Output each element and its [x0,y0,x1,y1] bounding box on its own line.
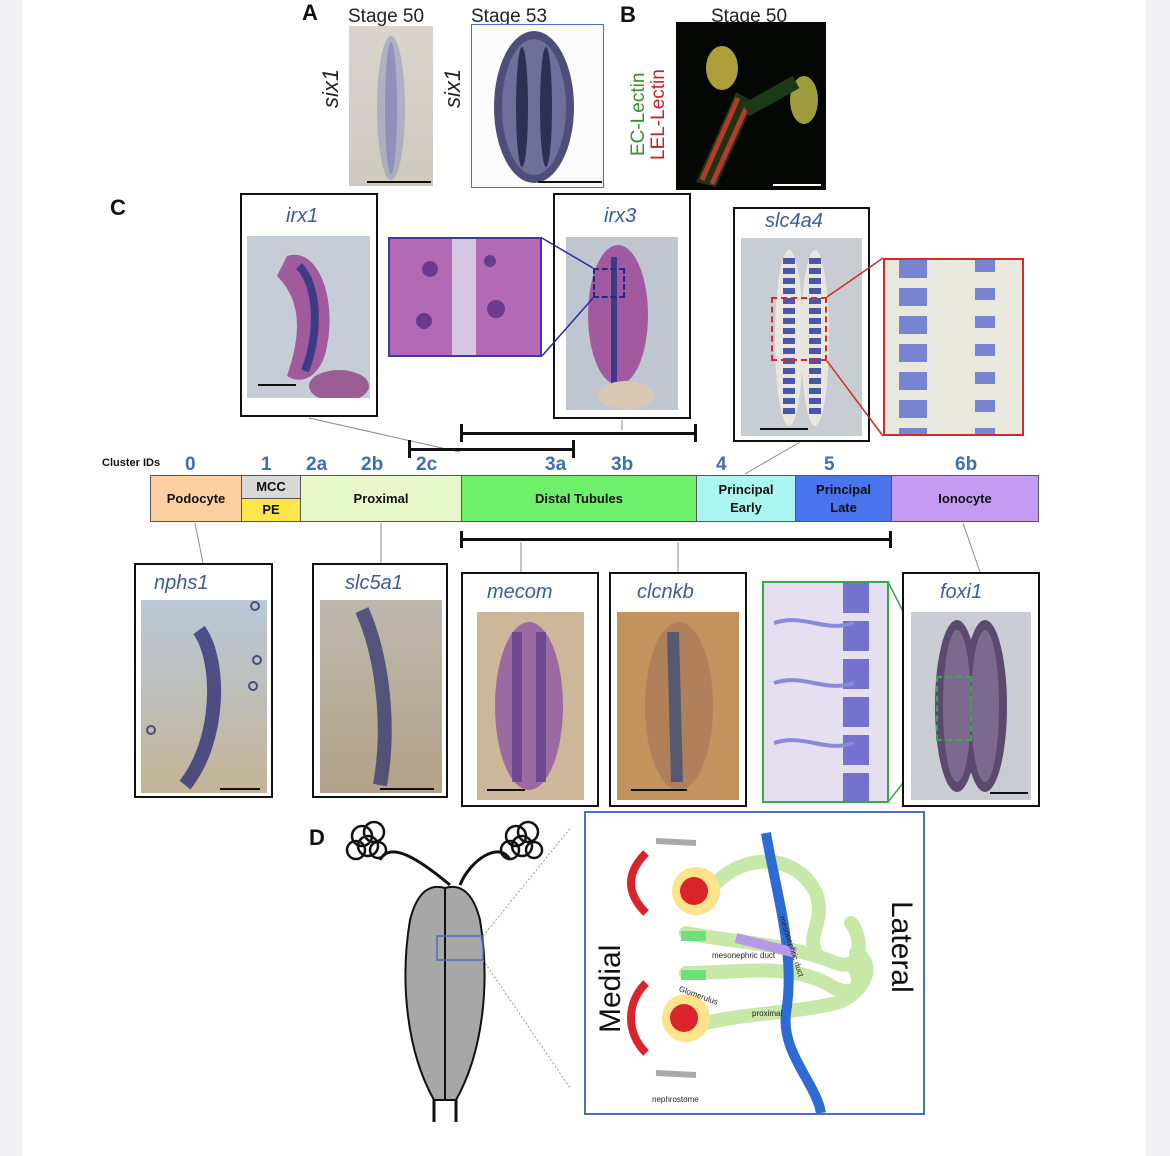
irx1-image [247,236,370,398]
range-tick [694,424,697,442]
slc4a4-zoom-image [883,258,1024,436]
gene-label-slc5a1: slc5a1 [345,572,403,594]
range-bar-mid [409,448,575,451]
nephron-detail-panel: Medial Lateral Glomerulus proximal meson… [584,811,925,1115]
scale-bar [367,181,431,183]
principal-early-line2: Early [730,499,762,515]
segment-principal-late: Principal Late [795,475,892,522]
scale-bar [487,789,525,791]
segment-proximal: Proximal [300,475,462,522]
range-tick [572,440,575,458]
cluster-id-4: 4 [716,454,727,475]
gene-label-mecom: mecom [487,581,553,603]
segment-principal-early: Principal Early [696,475,796,522]
slc4a4-zoom-box [771,297,827,361]
nephrostome-label: nephrostome [652,1095,699,1104]
cluster-id-6b: 6b [955,454,978,475]
cluster-id-2a: 2a [306,454,328,475]
principal-late-line2: Late [830,499,857,515]
scale-bar [760,428,808,430]
cluster-ids-header: Cluster IDs [102,457,161,469]
panel-a-stage50: Stage 50 [348,6,425,27]
scale-bar [220,788,260,790]
nephron-detail-drawing [627,832,874,1113]
range-tick [460,531,463,548]
medial-label: Medial [594,944,627,1033]
gene-label-slc4a4: slc4a4 [765,210,823,232]
slc5a1-image [320,600,442,793]
slc4a4-image [741,238,862,436]
six1-stage50-image [349,26,433,186]
irx3-image [566,237,678,410]
scale-bar [631,789,687,791]
range-tick [889,531,892,548]
gene-label-foxi1: foxi1 [940,581,983,603]
irx3-zoom-box [593,268,625,298]
mecom-image [477,612,584,800]
scale-bar [258,384,296,386]
segment-podocyte: Podocyte [150,475,242,522]
cluster-id-2c: 2c [416,454,438,475]
scale-bar [773,184,821,186]
proximal-label: proximal [752,1009,783,1018]
cluster-id-3a: 3a [545,454,567,475]
foxi1-zoom-box [936,676,972,741]
mesonephric-duct-label: mesonephric duct [712,951,776,960]
range-tick [460,424,463,442]
foxi1-image [911,612,1031,800]
range-tick [408,440,411,458]
scale-bar [538,181,602,183]
panel-a-stage53: Stage 53 [471,6,548,27]
lectin-stain-image [676,22,826,190]
segment-ionocyte: Ionocyte [891,475,1039,522]
six1-stage53-image [471,24,604,188]
gene-label-nphs1: nphs1 [154,572,209,594]
cluster-id-5: 5 [824,454,835,475]
nphs1-image [141,600,267,793]
panel-b-stage: Stage 50 [711,6,788,27]
principal-early-line1: Principal [718,481,774,497]
cluster-id-0: 0 [185,454,196,475]
cluster-id-2b: 2b [361,454,384,475]
clcnkb-image [617,612,739,800]
cluster-id-1: 1 [261,454,272,475]
foxi1-zoom-image [762,581,889,803]
range-bar-top [461,432,697,435]
principal-late-line1: Principal [816,481,871,497]
irx3-zoom-image [388,237,542,357]
gene-label-irx1: irx1 [286,205,319,227]
scale-bar [990,792,1028,794]
panel-d-letter: D [309,825,325,850]
panel-a-letter: A [302,0,318,25]
panel-b-letter: B [620,2,636,27]
segment-distal-tubules: Distal Tubules [461,475,697,522]
lateral-label: Lateral [885,901,918,993]
segment-mcc: MCC [241,475,301,499]
gene-label-clcnkb: clcnkb [637,581,694,603]
scale-bar [380,788,434,790]
range-bar-bottom [461,538,892,541]
kidney-schematic [345,820,570,1122]
gene-label-irx3: irx3 [604,205,637,227]
cluster-id-3b: 3b [611,454,634,475]
segment-pe: PE [241,498,301,522]
panel-c-letter: C [110,195,126,220]
